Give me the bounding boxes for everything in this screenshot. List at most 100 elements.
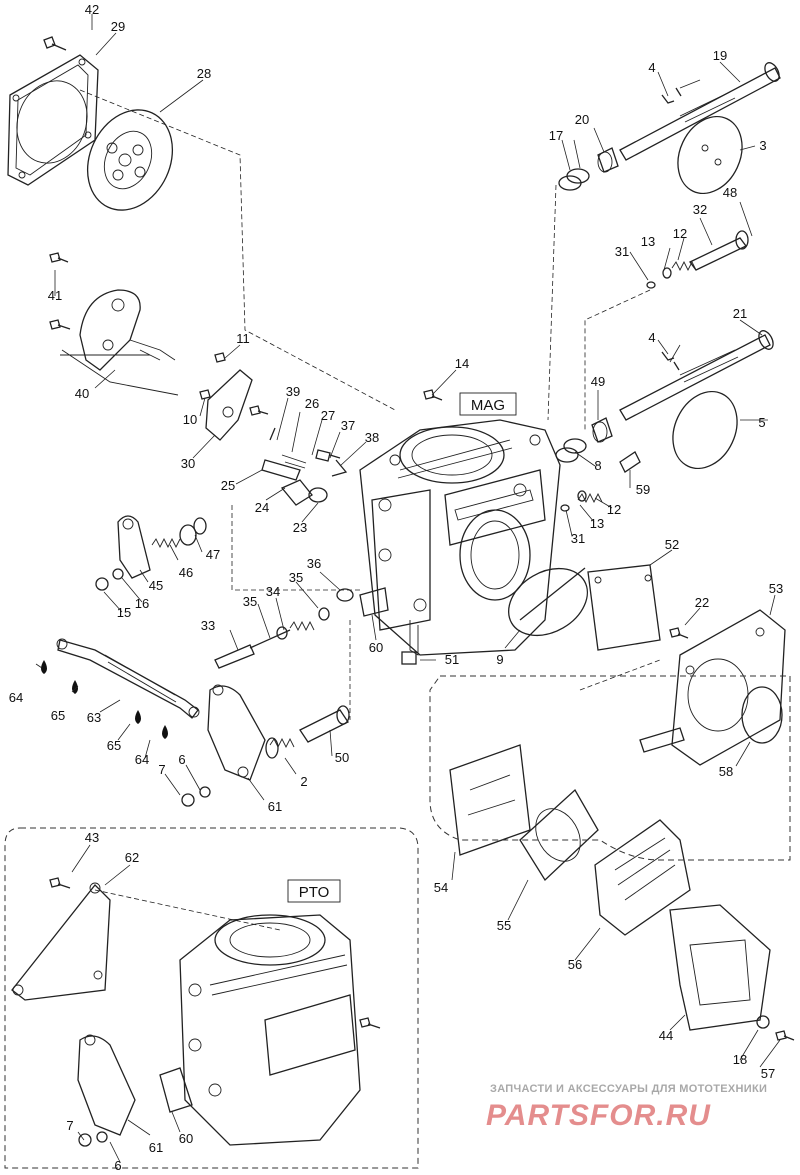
callout-label: 45 [149,578,163,593]
part-33-36-mixture-needle [214,588,354,669]
pto-inset-border [4,827,419,1169]
callout-label: 24 [255,500,269,515]
callout-label: 35 [289,570,303,585]
part-45-lever-group [95,515,207,591]
callout-label: 17 [549,128,563,143]
reed-group-border [429,675,791,861]
part-needle-lever-group [261,427,348,506]
callout-label: 13 [641,234,655,249]
callout-label: 8 [594,458,601,473]
callout-label: 4 [648,60,655,75]
callout-label: 14 [455,356,469,371]
callout-label: 31 [615,244,629,259]
callout-label: 9 [496,652,503,667]
callout-label: 29 [111,19,125,34]
callout-label: 32 [693,202,707,217]
callout-label: 59 [636,482,650,497]
part-12-13-31-32-48-screw-spring [646,230,749,289]
part-30-cover-plate [199,352,269,441]
part-2-50-spring-filter [265,705,350,759]
oil-drop-icons [41,660,168,739]
part-29-cover-gasket [7,54,99,186]
callout-label: 61 [268,799,282,814]
callout-label: 64 [135,752,149,767]
part-54-gasket [449,744,531,856]
watermark: ЗАПЧАСТИ И АКСЕССУАРЫ ДЛЯ МОТОТЕХНИКИ PA… [486,1083,767,1132]
part-3-throttle-plate [677,115,743,195]
callout-label: 40 [75,386,89,401]
svg-text:MAG: MAG [471,397,505,414]
part-59-12-13-31-screw-spring [560,451,641,512]
callout-label: 27 [321,408,335,423]
watermark-tagline: ЗАПЧАСТИ И АКСЕССУАРЫ ДЛЯ МОТОТЕХНИКИ [490,1083,767,1095]
mag-label-box: MAG [459,392,517,416]
callout-label: 56 [568,957,582,972]
callout-label: 33 [201,618,215,633]
part-14-screw [423,389,443,401]
svg-text:PTO: PTO [299,884,330,901]
callout-leaders [35,14,781,1163]
part-21-throttle-shaft [619,330,774,421]
callout-label: 31 [571,531,585,546]
callout-label: 62 [125,850,139,865]
part-28-diaphragm [86,109,174,211]
callout-label: 36 [307,556,321,571]
callout-label: 30 [181,456,195,471]
callout-label: 18 [733,1052,747,1067]
callout-label: 54 [434,880,448,895]
callout-label: 46 [179,565,193,580]
callout-label: 51 [445,652,459,667]
callout-label: 23 [293,520,307,535]
callout-label: 53 [769,581,783,596]
callout-label: 13 [590,516,604,531]
callout-label: 38 [365,430,379,445]
part-49-8-bush-seals [555,417,613,463]
callout-label: 65 [107,738,121,753]
callout-label: 49 [591,374,605,389]
part-19-throttle-shaft [619,62,781,161]
callout-label: 63 [87,710,101,725]
part-mag-carburetor-body [359,419,561,656]
callout-label: 6 [178,752,185,767]
callout-label: 64 [9,690,23,705]
callout-label: 5 [758,415,765,430]
callout-label: 60 [369,640,383,655]
callout-label: 50 [335,750,349,765]
part-63-linkage-rod [56,638,200,719]
callout-label: 39 [286,384,300,399]
part-9-diaphragm [508,567,588,637]
callout-label: 37 [341,418,355,433]
callout-label: 7 [158,762,165,777]
callout-label: 65 [51,708,65,723]
callout-label: 19 [713,48,727,63]
callout-label: 55 [497,918,511,933]
callout-label: 25 [221,478,235,493]
callout-label: 4 [648,330,655,345]
callout-label: 21 [733,306,747,321]
callout-label: 3 [759,138,766,153]
part-17-20-seals [558,147,619,191]
callout-label: 47 [206,547,220,562]
part-40-bracket [60,289,179,396]
part-56-reed-valve [594,819,691,936]
callout-label: 60 [179,1131,193,1146]
callout-label: 12 [673,226,687,241]
callout-label: 16 [135,596,149,611]
callout-label: 34 [266,584,280,599]
callout-numbers: 42 29 28 41 40 11 10 30 39 26 27 37 38 2… [9,2,783,1173]
part-53-fuel-pump [639,609,786,766]
part-5-throttle-plate [672,390,738,470]
part-51-plug [401,651,417,665]
part-22-screw [669,627,689,639]
part-41-screws [49,252,71,330]
callout-label: 61 [149,1140,163,1155]
callout-label: 15 [117,605,131,620]
callout-label: 41 [48,288,62,303]
assembly-lines [79,89,661,931]
part-62-pto-bracket [11,877,111,1001]
part-44-manifold [669,904,795,1041]
callout-label: 10 [183,412,197,427]
watermark-logo: PARTSFOR.RU [486,1099,711,1132]
callout-label: 28 [197,66,211,81]
